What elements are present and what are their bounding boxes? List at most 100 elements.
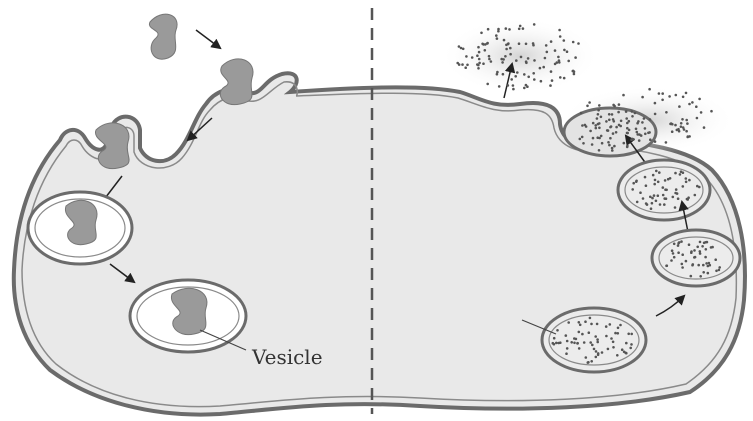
particle-dot	[465, 55, 468, 58]
particle-dot	[644, 176, 647, 179]
particle-dot	[554, 49, 557, 52]
particle-dot	[675, 94, 678, 97]
particle-dot	[496, 73, 499, 76]
particle-dot	[615, 126, 618, 129]
particle-dot	[539, 67, 542, 70]
particle-dot	[672, 252, 675, 255]
particle-dot	[631, 188, 634, 191]
particle-dot	[581, 333, 584, 336]
particle-dot	[597, 354, 600, 357]
particle-dot	[671, 130, 674, 133]
particle-dot	[707, 265, 710, 268]
particle-dot	[496, 37, 499, 40]
particle-dot	[644, 127, 647, 130]
particle-dot	[698, 98, 701, 101]
particle-dot	[611, 147, 614, 150]
particle-dot	[579, 324, 582, 327]
particle-dot	[683, 128, 686, 131]
particle-dot	[574, 56, 577, 59]
particle-dot	[648, 131, 651, 134]
particle-dot	[649, 118, 652, 121]
particle-dot	[688, 243, 691, 246]
particle-dot	[588, 331, 591, 334]
particle-dot	[609, 323, 612, 326]
particle-dot	[525, 60, 528, 63]
particle-dot	[655, 200, 658, 203]
particle-dot	[636, 131, 639, 134]
particle-dot	[576, 342, 579, 345]
particle-dot	[675, 188, 678, 191]
particle-dot	[626, 127, 629, 130]
particle-dot	[546, 51, 549, 54]
particle-dot	[502, 58, 505, 61]
particle-dot	[609, 137, 612, 140]
particle-dot	[654, 179, 657, 182]
particle-dot	[674, 192, 677, 195]
particle-dot	[652, 174, 655, 177]
particle-dot	[588, 101, 591, 104]
particle-dot	[578, 347, 581, 350]
particle-dot	[596, 323, 599, 326]
particle-dot	[617, 332, 620, 335]
particle-dot	[586, 105, 589, 108]
particle-dot	[502, 73, 505, 76]
particle-dot	[464, 66, 467, 69]
particle-dot	[674, 172, 677, 175]
vesicle	[130, 280, 246, 352]
particle-dot	[681, 253, 684, 256]
particle-dot	[556, 329, 559, 332]
particle-dot	[662, 186, 665, 189]
particle-dot	[612, 104, 615, 107]
particle-dot	[667, 178, 670, 181]
particle-dot	[605, 120, 608, 123]
particle-dot	[611, 113, 614, 116]
particle-dot	[514, 75, 517, 78]
particle-dot	[533, 78, 536, 81]
particle-pocket	[95, 123, 129, 169]
particle-dot	[544, 57, 547, 60]
particle-dot	[512, 88, 515, 91]
particle-dot	[685, 92, 688, 95]
particle-dot	[686, 198, 689, 201]
particle-dot	[488, 55, 491, 58]
particle-dot	[557, 56, 560, 59]
particle-dot	[595, 127, 598, 130]
particle-dot	[608, 119, 611, 122]
particle-dot	[616, 354, 619, 357]
particle-dot	[556, 61, 559, 64]
particle-dot	[642, 197, 645, 200]
particle-dot	[480, 32, 483, 35]
particle-dot	[657, 181, 660, 184]
particle-dot	[622, 94, 625, 97]
particle-dot	[486, 42, 489, 45]
particle-dot	[487, 28, 490, 31]
particle-dot	[685, 181, 688, 184]
particle-dot	[657, 194, 660, 197]
particle-dot	[710, 246, 713, 249]
particle-dot	[610, 125, 613, 128]
particle-dot	[664, 179, 667, 182]
particle-dot	[523, 73, 526, 76]
particle-dot	[718, 269, 721, 272]
particle-dot	[566, 347, 569, 350]
particle-dot	[693, 256, 696, 259]
particle-dot	[611, 149, 614, 152]
particle-dot	[653, 183, 656, 186]
particle-dot	[659, 203, 662, 206]
particle-dot	[625, 352, 628, 355]
particle-dot	[672, 196, 675, 199]
particle-dot	[629, 347, 632, 350]
particle-dot	[641, 96, 644, 99]
particle-dot	[583, 341, 586, 344]
particle-dot	[698, 186, 701, 189]
particle-dot	[577, 42, 580, 45]
particle-dot	[523, 87, 526, 90]
particle-dot	[598, 104, 601, 107]
secretory-vesicle-3	[542, 308, 646, 372]
particle-dot	[558, 59, 561, 62]
particle-dot	[700, 111, 703, 114]
particle-dot	[484, 49, 487, 52]
particle-dot	[677, 197, 680, 200]
particle-dot	[626, 132, 629, 135]
particle-dot	[670, 122, 673, 125]
